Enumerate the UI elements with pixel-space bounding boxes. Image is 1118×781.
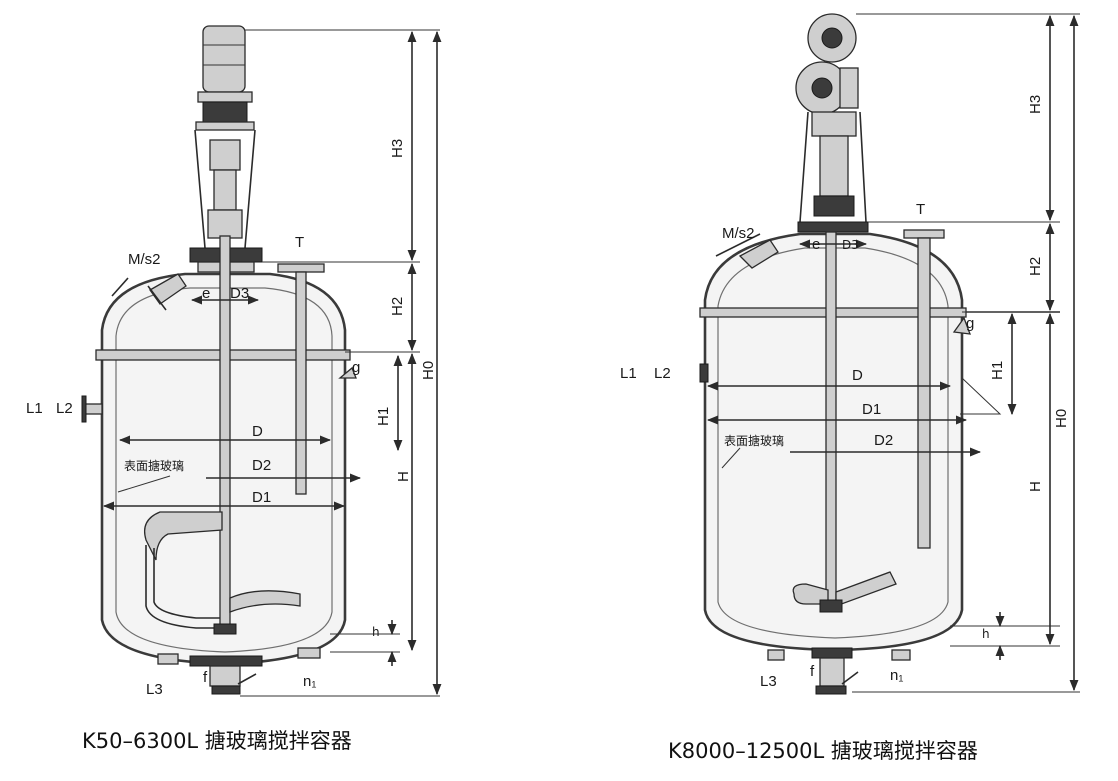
left-label-f: f [203,669,208,686]
right-motors [795,13,859,115]
left-port-g [338,366,357,379]
left-label-h-small: h [372,625,380,639]
left-label-h2: H2 [389,297,406,316]
left-label-h3: H3 [389,139,406,158]
right-label-f: f [810,663,815,680]
left-drive-frame [189,129,263,273]
right-label-h0: H0 [1053,409,1070,428]
left-label-e: e [202,285,210,302]
right-dimensions [706,13,1080,693]
right-label-ms2: M/s2 [722,225,755,242]
left-label-d: D [252,423,263,440]
right-label-n1: n₁ [890,667,903,684]
left-label-l3: L3 [146,681,163,698]
right-labels: H3 H2 H0 H1 H h T M/s2 e D3 g L1 L2 D D1… [620,95,1070,690]
left-label-glass: 表面搪玻璃 [124,458,184,473]
left-label-ms2: M/s2 [128,251,161,268]
right-label-glass: 表面搪玻璃 [724,433,784,448]
left-label-h: H [395,471,412,482]
left-manhole [111,273,187,311]
right-label-d1: D1 [862,401,881,418]
left-label-h0: H0 [420,361,437,380]
right-bottom-parts [767,647,911,695]
right-label-l1: L1 [620,365,637,382]
left-label-t: T [295,234,304,251]
right-label-d2: D2 [874,432,893,449]
left-label-d3: D3 [230,285,249,302]
left-label-d1: D1 [252,489,271,506]
right-port-g [952,316,971,335]
left-thermowell [277,263,325,495]
left-agitator [143,235,301,635]
left-label-d2: D2 [252,457,271,474]
right-label-d3: D3 [842,238,859,252]
right-label-h3: H3 [1027,95,1044,114]
right-label-h1: H1 [989,361,1006,380]
right-label-d: D [852,367,863,384]
right-label-g: g [966,315,974,332]
left-label-n1: n₁ [303,673,316,690]
left-label-h1: H1 [375,407,392,426]
right-thermowell [903,229,945,549]
left-nozzle-l [81,395,103,423]
left-motor [195,25,255,131]
right-label-l3: L3 [760,673,777,690]
right-label-h: H [1027,481,1044,492]
right-nozzle-l [699,363,709,383]
right-label-e: e [812,236,820,253]
right-label-t: T [916,201,925,218]
right-drive-frame [797,111,869,233]
left-bottom-parts [157,647,321,695]
right-manhole [715,233,779,269]
right-reactor: H3 H2 H0 H1 H h T M/s2 e D3 g L1 L2 D D1… [620,13,1080,763]
right-label-h-small: h [982,627,990,641]
left-reactor: H3 H2 H0 H1 H h T M/s2 e D3 g L1 L2 D D2… [26,25,442,753]
right-label-l2: L2 [654,365,671,382]
left-label-l1: L1 [26,400,43,417]
right-caption: K8000–12500L 搪玻璃搅拌容器 [668,739,978,763]
right-label-h2: H2 [1027,257,1044,276]
left-labels: H3 H2 H0 H1 H h T M/s2 e D3 g L1 L2 D D2… [26,139,437,698]
left-label-l2: L2 [56,400,73,417]
left-dimensions [102,29,442,697]
left-caption: K50–6300L 搪玻璃搅拌容器 [82,729,352,753]
left-label-g: g [352,359,360,376]
